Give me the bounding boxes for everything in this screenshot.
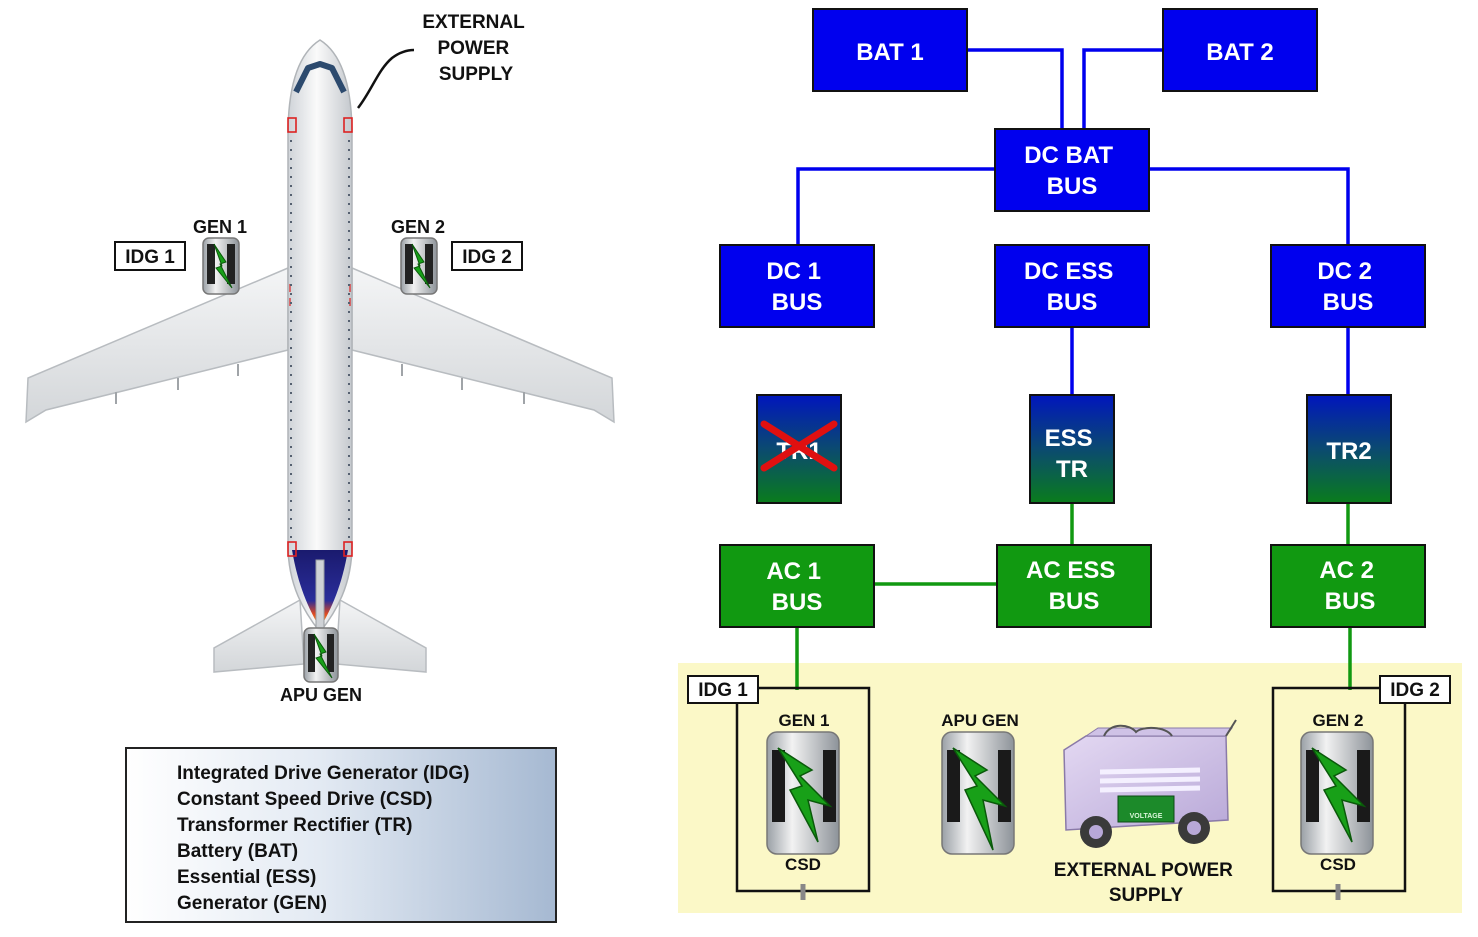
ac1-bus-box: AC 1 BUS: [719, 544, 875, 628]
bat2-box: BAT 2: [1162, 8, 1318, 92]
apu-gen-label: APU GEN: [280, 685, 362, 705]
ess-tr-label: ESS TR: [1045, 425, 1100, 483]
tr2-label: TR2: [1326, 438, 1371, 465]
dc1-bus-label: DC 1 BUS: [766, 258, 827, 316]
dc-bat-bus-label: DC BAT BUS: [1024, 142, 1120, 200]
apu-gen-bolt-icon: [952, 747, 1008, 851]
left-stabilizer: [213, 598, 305, 673]
legend-item-csd: Constant Speed Drive (CSD): [177, 789, 433, 810]
idg2-schematic-tag-box: [1379, 675, 1451, 704]
apu-gen-schematic: APU GEN: [941, 711, 1019, 855]
tr2-box: TR2: [1306, 394, 1392, 504]
aircraft-illustration: EXTERNAL POWER SUPPLY GEN 1 GEN 2 IDG 1 …: [25, 12, 615, 705]
dc-bat-bus-box: DC BAT BUS: [994, 128, 1150, 212]
idg2-enclosure: IDG 2 GEN 2 CSD: [1271, 675, 1451, 900]
gen2-generator-icon: [1300, 731, 1374, 855]
vertical-fin: [315, 559, 325, 633]
legend-item-gen: Generator (GEN): [177, 893, 327, 914]
right-wing: [351, 266, 615, 424]
ac-ess-bus-box: AC ESS BUS: [996, 544, 1152, 628]
idg2-tag-box: [451, 241, 523, 271]
external-power-schematic-label: EXTERNAL POWER SUPPLY: [1054, 860, 1238, 906]
cart-voltage-tag: VOLTAGE: [1130, 813, 1163, 820]
external-power-label: EXTERNAL POWER SUPPLY: [422, 12, 529, 85]
csd2-label: CSD: [1320, 855, 1356, 874]
idg1-schematic-tag-box: [687, 675, 759, 704]
idg1-schematic-tag: IDG 1: [698, 680, 748, 701]
tr1-failed-cross-icon: [760, 420, 838, 472]
ess-tr-box: ESS TR: [1029, 394, 1115, 504]
dc-ess-bus-box: DC ESS BUS: [994, 244, 1150, 328]
ac-wiring: [795, 503, 1352, 690]
idg2-tag: IDG 2: [462, 247, 512, 268]
cockpit-windows: [293, 61, 347, 94]
external-power-callout-line: [357, 48, 415, 109]
gen1-bolt-icon: [213, 243, 233, 289]
ac1-bus-label: AC 1 BUS: [766, 558, 827, 616]
gen2-bolt-icon: [411, 243, 431, 289]
dc2-bus-label: DC 2 BUS: [1317, 258, 1378, 316]
ac2-bus-box: AC 2 BUS: [1270, 544, 1426, 628]
gen1-label: GEN 1: [193, 217, 247, 237]
gen2-label: GEN 2: [391, 217, 445, 237]
bat1-label: BAT 1: [856, 39, 924, 66]
gen2-schematic-label: GEN 2: [1312, 711, 1363, 730]
gen1-generator-icon: [766, 731, 840, 855]
apu-gen-schematic-label: APU GEN: [941, 711, 1018, 730]
idg2-schematic-tag: IDG 2: [1390, 680, 1440, 701]
external-power-cart: VOLTAGE: [1063, 719, 1237, 848]
dc1-bus-box: DC 1 BUS: [719, 244, 875, 328]
apu-bolt-icon: [313, 633, 333, 679]
ac2-bus-label: AC 2 BUS: [1319, 557, 1380, 615]
left-wing: [25, 266, 289, 424]
cart-voltage-panel: [1117, 795, 1175, 823]
legend-item-ess: Essential (ESS): [177, 867, 317, 888]
dc2-bus-box: DC 2 BUS: [1270, 244, 1426, 328]
dc-wiring: [796, 48, 1350, 394]
ac-ess-bus-label: AC ESS BUS: [1026, 557, 1122, 615]
idg1-enclosure: IDG 1 GEN 1 CSD: [687, 675, 871, 900]
legend-item-bat: Battery (BAT): [177, 841, 299, 862]
apu-gen-engine: [303, 627, 339, 683]
tr1-box: TR1: [756, 394, 842, 504]
legend-item-idg: Integrated Drive Generator (IDG): [177, 763, 470, 784]
fuselage: [287, 39, 353, 634]
legend-item-tr: Transformer Rectifier (TR): [177, 815, 413, 836]
right-stabilizer: [335, 598, 427, 673]
csd1-label: CSD: [785, 855, 821, 874]
idg1-tag: IDG 1: [125, 247, 175, 268]
idg1-tag-box: [114, 241, 186, 271]
dc-ess-bus-label: DC ESS BUS: [1024, 258, 1120, 316]
bat2-label: BAT 2: [1206, 39, 1274, 66]
gen1-engine: [202, 237, 240, 295]
gen2-engine: [400, 237, 438, 295]
bat1-box: BAT 1: [812, 8, 968, 92]
gen1-schematic-label: GEN 1: [778, 711, 829, 730]
legend-box: Integrated Drive Generator (IDG) Constan…: [125, 747, 557, 923]
